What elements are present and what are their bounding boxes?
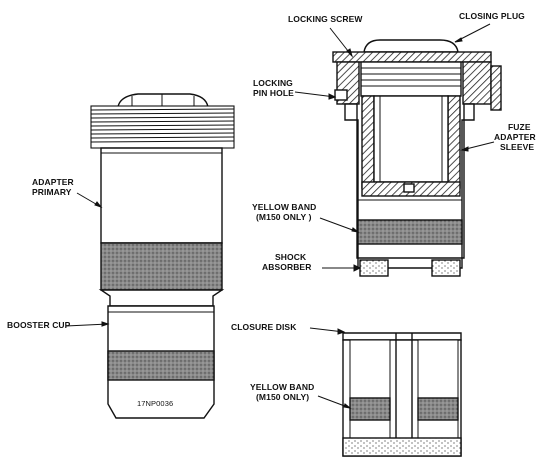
left-lower-band [107, 350, 215, 381]
figure-id: 17NP0036 [137, 399, 174, 408]
label-fuze-adapter-sleeve-line2: ADAPTER [494, 132, 536, 142]
label-closure-disk: CLOSURE DISK [231, 322, 297, 332]
label-closing-plug: CLOSING PLUG [459, 11, 525, 21]
leader-lines [65, 23, 495, 409]
yellow-band-top [357, 219, 463, 245]
shock-absorber-left [359, 259, 389, 277]
left-adapter-assembly [90, 93, 235, 419]
label-adapter-primary-line2: PRIMARY [32, 187, 72, 197]
fuze-adapter-sleeve-left [361, 95, 375, 189]
label-fuze-adapter-sleeve-line1: FUZE [508, 122, 531, 132]
fuze-adapter-sleeve-right [447, 95, 461, 189]
left-adapter-body [100, 147, 223, 244]
label-yellow-band-top-line1: YELLOW BAND [252, 202, 317, 212]
label-yellow-band-bottom-line1: YELLOW BAND [250, 382, 315, 392]
shock-absorber-right [431, 259, 461, 277]
yellow-band-bottom-left [349, 397, 391, 421]
label-shock-absorber-line1: SHOCK [275, 252, 307, 262]
right-adapter-section [332, 39, 502, 277]
label-locking-pin-hole-line1: LOCKING [253, 78, 293, 88]
left-threads [90, 105, 235, 149]
label-fuze-adapter-sleeve-line3: SLEEVE [500, 142, 535, 152]
label-locking-screw: LOCKING SCREW [288, 14, 363, 24]
closure-disk [342, 332, 462, 341]
label-yellow-band-top-line2: (M150 ONLY ) [256, 212, 312, 222]
yellow-band-bottom-right [417, 397, 459, 421]
left-top-nut [117, 93, 209, 108]
label-yellow-band-bottom-line2: (M150 ONLY) [256, 392, 310, 402]
label-adapter-primary-line1: ADAPTER [32, 177, 74, 187]
closing-plug [363, 39, 459, 53]
locking-pin-hole [334, 89, 348, 101]
left-upper-band [100, 242, 223, 291]
label-shock-absorber-line2: ABSORBER [262, 262, 312, 272]
closure-assembly [342, 332, 462, 457]
adapter-housing [344, 103, 475, 269]
label-booster-cup: BOOSTER CUP [7, 320, 71, 330]
label-locking-pin-hole-line2: PIN HOLE [253, 88, 294, 98]
